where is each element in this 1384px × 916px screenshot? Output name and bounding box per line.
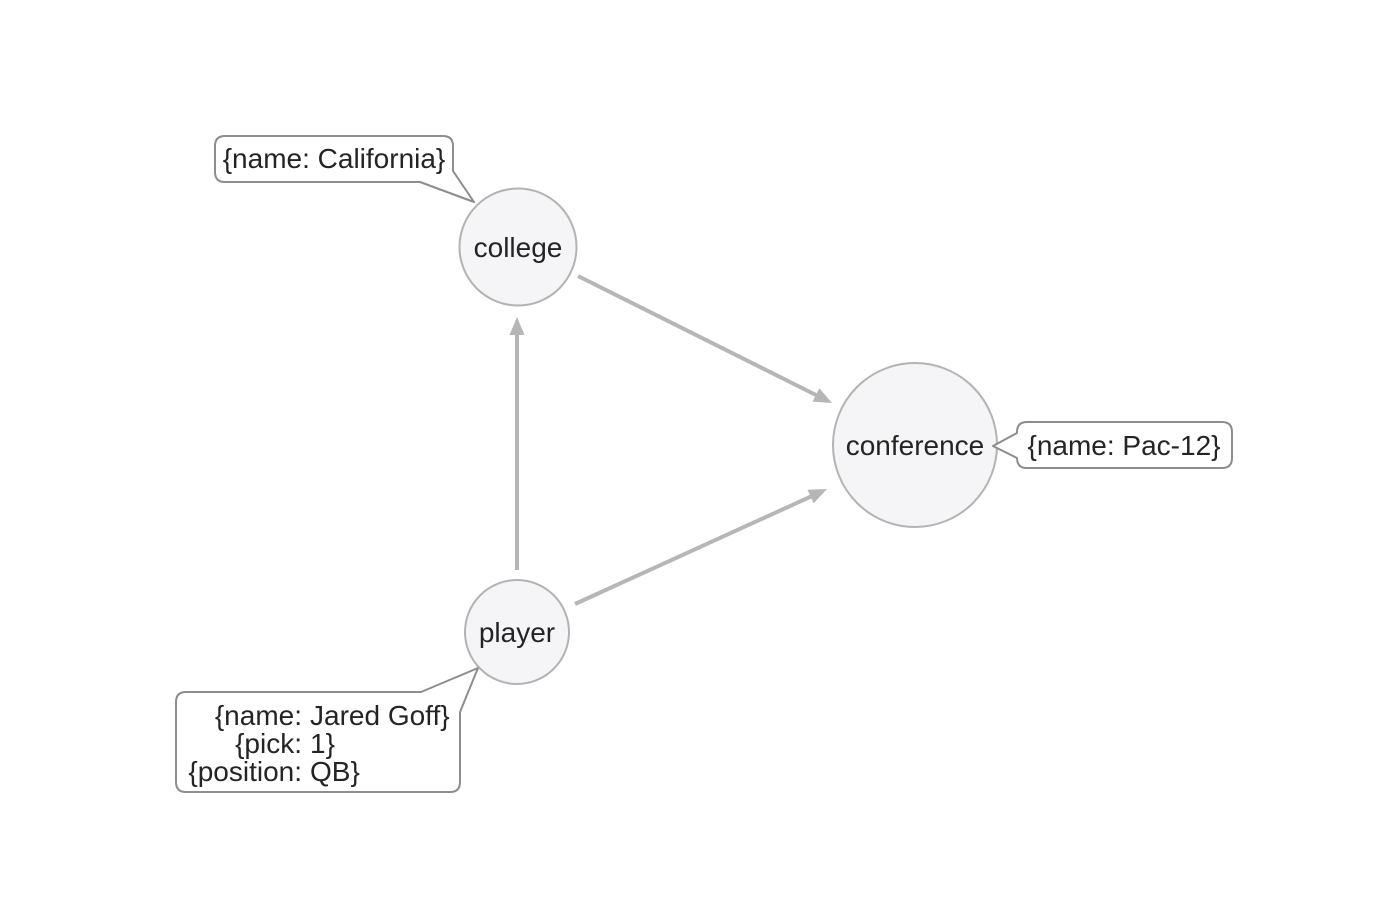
- node-player-circle[interactable]: [464, 579, 570, 685]
- callout-college-properties[interactable]: {name: California}: [214, 135, 475, 203]
- edge-player-conference-line: [574, 494, 812, 606]
- callout-player-properties[interactable]: {name: Jared Goff} {pick: 1} {position: …: [175, 667, 479, 793]
- arrowhead-icon: [812, 388, 832, 403]
- callout-conference-properties[interactable]: {name: Pac-12}: [992, 421, 1233, 469]
- callout-conference-bubble[interactable]: [992, 421, 1233, 469]
- arrowhead-icon: [509, 317, 525, 335]
- edge-college-conference-line: [577, 274, 817, 397]
- callout-college-bubble[interactable]: [214, 135, 475, 203]
- callout-player-prop-pick-key: {pick:: [235, 728, 302, 759]
- edge-player-conference: [574, 489, 827, 606]
- node-college-circle[interactable]: [458, 187, 578, 307]
- node-player-label: player: [479, 617, 555, 648]
- node-college[interactable]: college: [458, 187, 578, 307]
- node-conference[interactable]: conference: [832, 362, 998, 528]
- callout-player-prop-position-value: QB}: [310, 756, 360, 787]
- callout-player-prop-position-key: {position:: [188, 756, 302, 787]
- callout-player-bubble[interactable]: [175, 667, 479, 793]
- callout-player-prop-name-key: {name:: [215, 700, 302, 731]
- callout-conference-text: {name: Pac-12}: [1027, 430, 1220, 461]
- callout-player-prop-pick-value: 1}: [310, 728, 335, 759]
- node-player[interactable]: player: [464, 579, 570, 685]
- edge-player-college: [509, 317, 525, 570]
- node-college-label: college: [474, 232, 563, 263]
- edge-college-conference: [577, 274, 832, 403]
- callout-player-prop-name-value: Jared Goff}: [310, 700, 450, 731]
- callout-college-text: {name: California}: [223, 143, 446, 174]
- node-conference-label: conference: [846, 430, 985, 461]
- arrowhead-icon: [807, 489, 827, 504]
